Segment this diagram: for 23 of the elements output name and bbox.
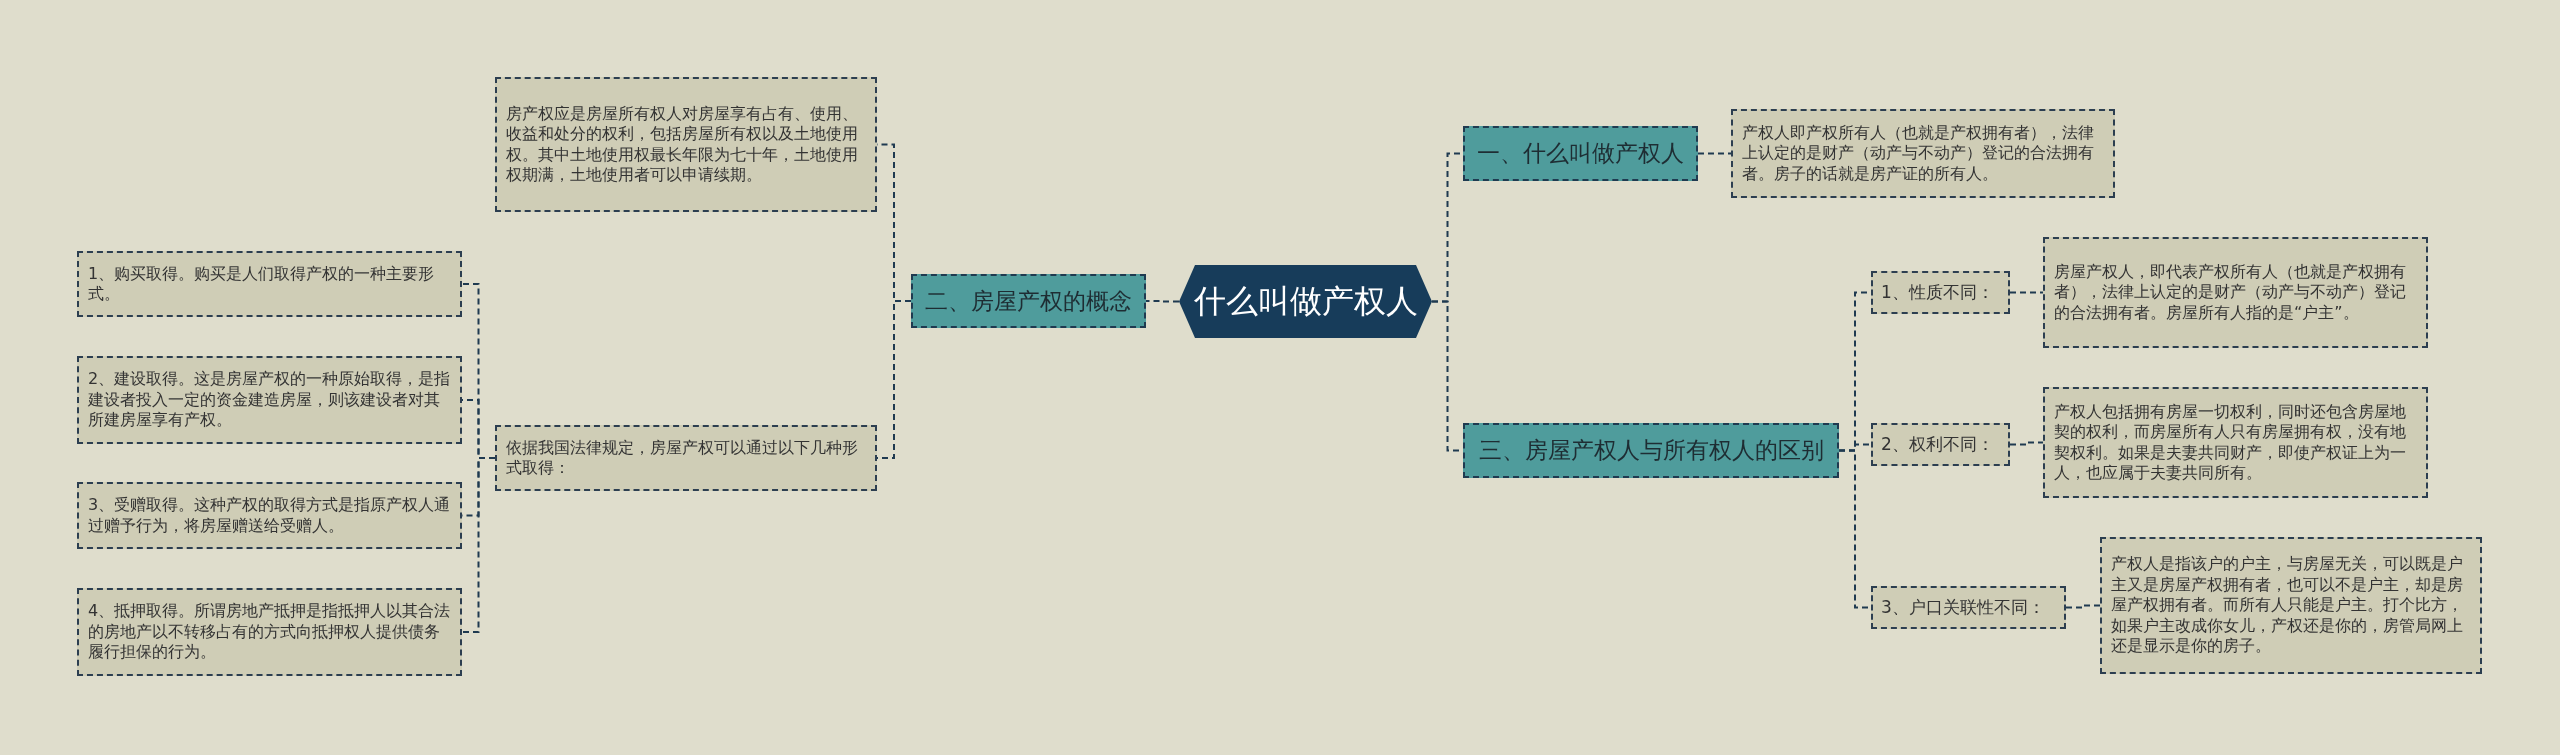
subtopic-box: 3、户口关联性不同： [1871, 586, 2066, 629]
connector-line [1145, 300, 1180, 303]
text-box: 产权人是指该户的户主，与房屋无关，可以既是户主又是房屋产权拥有者，也可以不是户主，却是房屋产权拥有者。而所有人只能是户主。打个比方，如果户主改成你女儿，产权还是你的，房管局网上还是显示是你的房子。 [2100, 537, 2482, 674]
subtopic-box: 2、权利不同： [1871, 423, 2010, 466]
text-box: 房产权应是房屋所有权人对房屋享有占有、使用、收益和处分的权利，包括房屋所有权以及土地使用权。其中土地使用权最长年限为七十年，土地使用权期满，土地使用者可以申请续期。 [495, 77, 877, 212]
text-box: 4、抵押取得。所谓房地产抵押是指抵押人以其合法的房地产以不转移占有的方式向抵押权人提供债务履行担保的行为。 [77, 588, 462, 676]
connector-line [1697, 152, 1732, 155]
connector-line [2009, 441, 2044, 446]
text-box: 房屋产权人，即代表产权所有人（也就是产权拥有者），法律上认定的是财产（动产与不动产）登记的合法拥有者。房屋所有人指的是“户主”。 [2043, 237, 2428, 348]
text-box: 3、受赠取得。这种产权的取得方式是指原产权人通过赠予行为，将房屋赠送给受赠人。 [77, 482, 462, 549]
text-box: 依据我国法律规定，房屋产权可以通过以下几种形式取得： [495, 425, 877, 491]
text-box: 产权人包括拥有房屋一切权利，同时还包含房屋地契的权利，而房屋所有人只有房屋拥有权，没有地契权利。如果是夫妻共同财产，即使产权证上为一人，也应属于夫妻共同所有。 [2043, 387, 2428, 498]
topic-box: 二、房屋产权的概念 [911, 274, 1146, 328]
text-box: 2、建设取得。这是房屋产权的一种原始取得，是指建设者投入一定的资金建造房屋，则该建设者对其所建房屋享有产权。 [77, 356, 462, 444]
root-hexagon: 什么叫做产权人 [1179, 265, 1432, 338]
connector-line [2009, 291, 2044, 294]
subtopic-box: 1、性质不同： [1871, 271, 2010, 314]
connector-line [461, 457, 496, 633]
topic-box: 三、房屋产权人与所有权人的区别 [1463, 423, 1839, 478]
connector-line [2065, 604, 2101, 609]
topic-box: 一、什么叫做产权人 [1463, 126, 1698, 181]
text-box: 1、购买取得。购买是人们取得产权的一种主要形式。 [77, 251, 462, 317]
text-box: 产权人即产权所有人（也就是产权拥有者），法律上认定的是财产（动产与不动产）登记的合法拥有者。房子的话就是房产证的所有人。 [1731, 109, 2115, 198]
